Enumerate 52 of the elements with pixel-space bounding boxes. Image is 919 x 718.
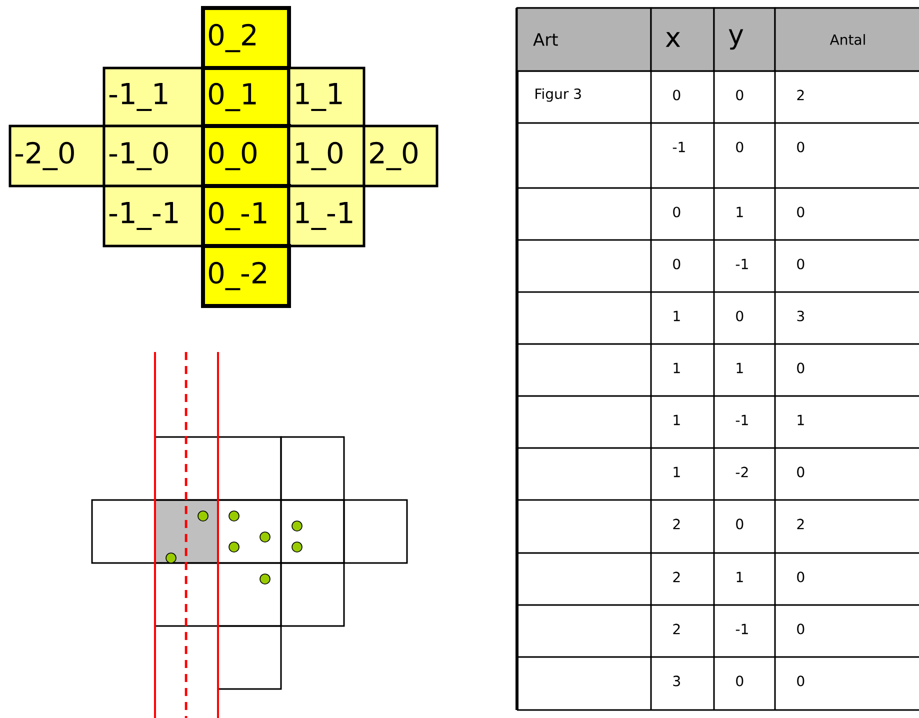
grid-cell: 0_2 bbox=[201, 6, 291, 70]
table-cell: 0 bbox=[797, 206, 804, 218]
table-cell: -2 bbox=[736, 466, 748, 478]
table-cell: 1 bbox=[674, 466, 680, 478]
table-cell: 0 bbox=[797, 362, 804, 374]
table-cell: 0 bbox=[673, 206, 680, 218]
table-cell: 0 bbox=[673, 90, 680, 100]
table-cell: 2 bbox=[797, 518, 804, 530]
table-cell: 0 bbox=[797, 466, 804, 478]
table-cell: 1 bbox=[798, 414, 804, 426]
table-cell: 1 bbox=[674, 362, 680, 374]
table-cell: 1 bbox=[736, 362, 743, 374]
grid-cell: -1_-1 bbox=[102, 184, 204, 248]
table-cell: 0 bbox=[736, 676, 744, 686]
table-cell: 0 bbox=[797, 624, 804, 634]
table-cell: 0 bbox=[797, 676, 804, 686]
table-cell: Figur 3 bbox=[536, 88, 581, 102]
table-cell: 0 bbox=[797, 142, 804, 152]
grid-cell: 1_0 bbox=[288, 124, 366, 188]
table-cell: 3 bbox=[797, 310, 804, 322]
table-cell: 3 bbox=[673, 676, 680, 686]
grid-cell: 1_1 bbox=[288, 66, 366, 128]
table-cell: 1 bbox=[736, 206, 743, 218]
table-cell: 1 bbox=[674, 310, 680, 322]
table-cell: 0 bbox=[797, 572, 804, 582]
table-cell: 1 bbox=[736, 572, 743, 582]
grid-cell: -1_0 bbox=[102, 124, 204, 188]
grid-cell: 2_0 bbox=[362, 124, 438, 188]
grid-cell: 0_-1 bbox=[201, 184, 291, 248]
grid-cell: 1_-1 bbox=[288, 184, 366, 248]
table-cell: 0 bbox=[736, 90, 744, 100]
table-cell: 2 bbox=[797, 90, 804, 100]
table-cell: 0 bbox=[736, 310, 744, 322]
grid-cell: 0_-2 bbox=[201, 244, 291, 308]
table-cell: 0 bbox=[797, 258, 804, 270]
table-cell: 0 bbox=[673, 258, 680, 270]
table-cell: 2 bbox=[673, 518, 680, 530]
grid-cell: 0_1 bbox=[201, 66, 291, 128]
table-cell: -1 bbox=[672, 142, 685, 152]
table-cell: -1 bbox=[736, 258, 748, 270]
table-cell: 1 bbox=[674, 414, 680, 426]
header-cell: x bbox=[650, 7, 715, 72]
table-cell: 2 bbox=[673, 624, 680, 634]
header-cell: y bbox=[713, 7, 776, 72]
table-cell: 0 bbox=[736, 142, 744, 152]
grid-cell: -2_0 bbox=[8, 124, 106, 188]
table-cell: 2 bbox=[673, 572, 680, 582]
table-cell: 0 bbox=[736, 518, 744, 530]
table-cell: -1 bbox=[736, 414, 748, 426]
table-cell: -1 bbox=[736, 624, 748, 634]
grid-cell: 0_0 bbox=[201, 124, 291, 188]
grid-cell: -1_1 bbox=[102, 66, 204, 128]
